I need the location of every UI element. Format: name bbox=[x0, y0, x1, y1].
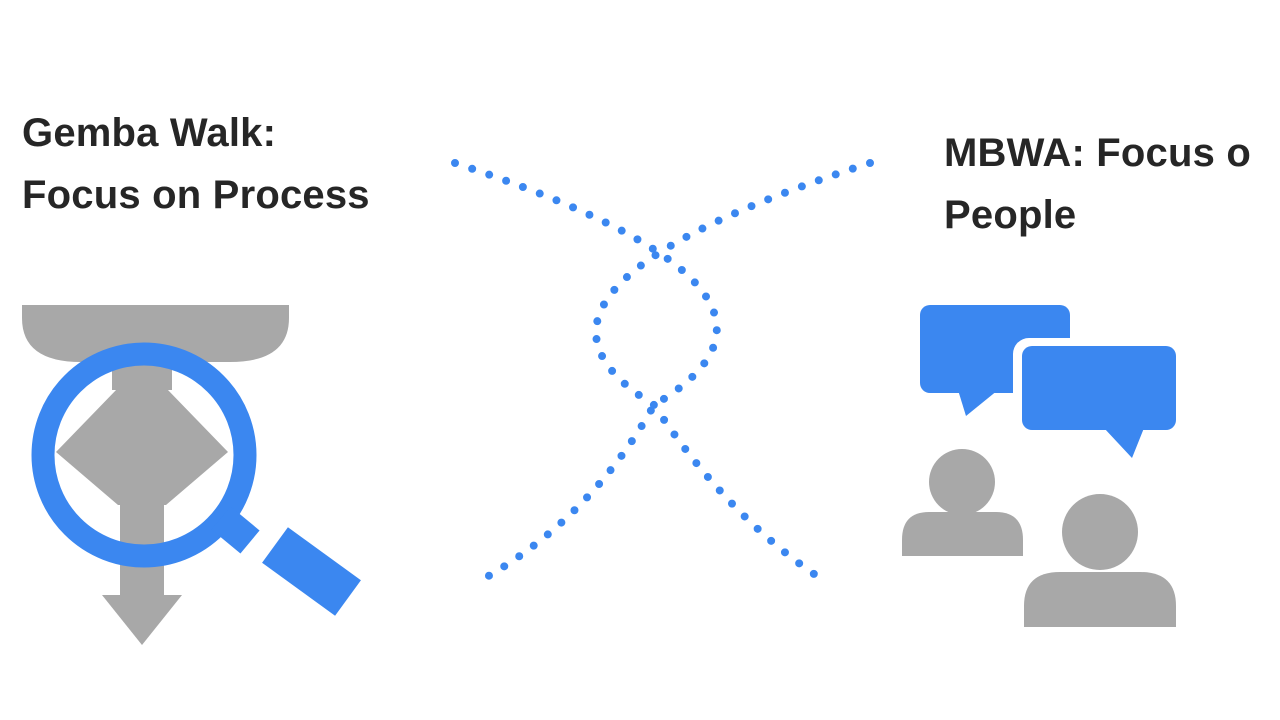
gemba-walk-title: Gemba Walk: Focus on Process bbox=[22, 102, 370, 226]
mbwa-title: MBWA: Focus o People bbox=[944, 122, 1251, 246]
speech-bubbles-icon bbox=[920, 305, 1183, 458]
dotted-arc-left bbox=[451, 159, 721, 586]
gemba-walk-title-line2: Focus on Process bbox=[22, 173, 370, 217]
arrow-down-icon bbox=[102, 595, 182, 645]
mbwa-title-line2: People bbox=[944, 193, 1077, 237]
mbwa-title-line1: MBWA: Focus o bbox=[944, 131, 1252, 175]
dotted-arc-right bbox=[592, 159, 874, 586]
magnifying-glass-icon bbox=[31, 342, 361, 616]
gemba-walk-title-line1: Gemba Walk: bbox=[22, 111, 277, 155]
process-funnel-icon bbox=[22, 305, 289, 595]
people-icon bbox=[902, 449, 1176, 627]
